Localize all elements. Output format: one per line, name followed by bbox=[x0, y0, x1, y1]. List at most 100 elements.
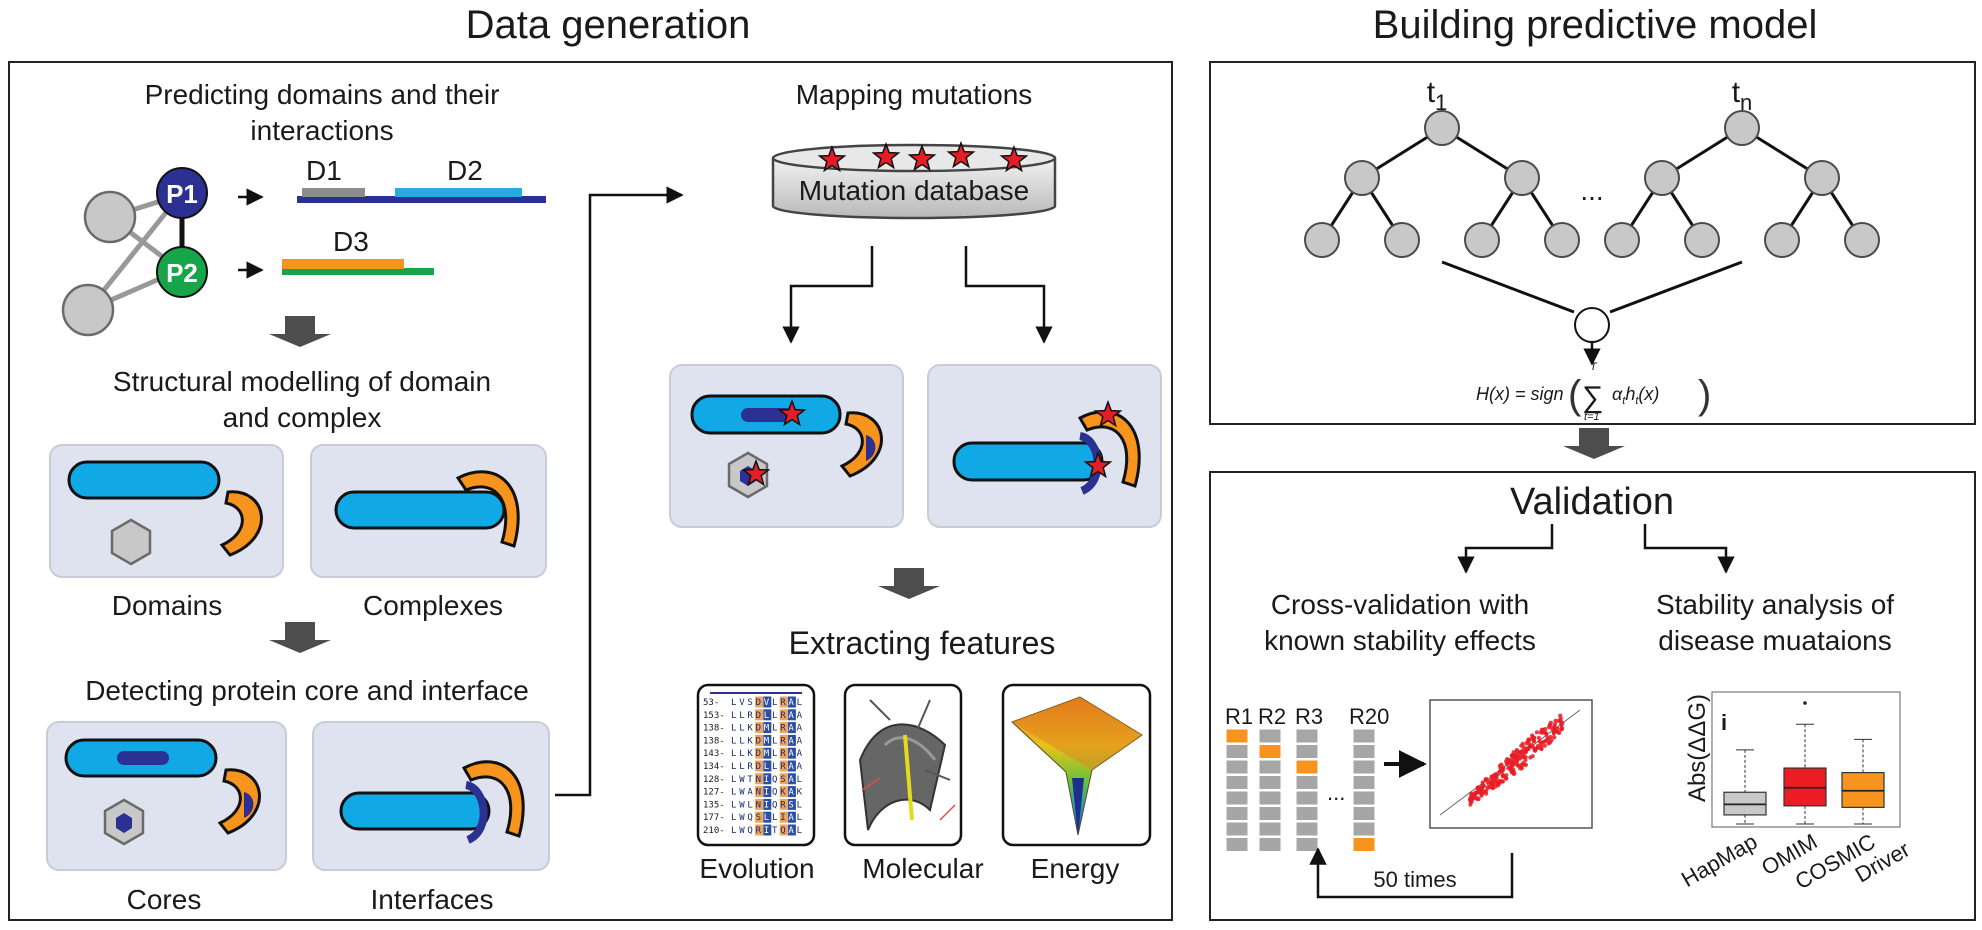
complex-crescent bbox=[455, 470, 520, 548]
alignment-residue: Q bbox=[747, 826, 752, 836]
data-generation-heading: Data generation bbox=[466, 3, 751, 47]
interfaces-label: Interfaces bbox=[371, 884, 494, 915]
fold-cell bbox=[1225, 728, 1249, 744]
alignment-residue: A bbox=[797, 762, 803, 772]
mutation-star bbox=[871, 141, 901, 170]
alignment-residue: R bbox=[780, 711, 786, 721]
alignment-residue: L bbox=[739, 762, 744, 772]
tree-node bbox=[1604, 222, 1640, 258]
evolution-label: Evolution bbox=[699, 853, 814, 884]
alignment-residue: W bbox=[739, 800, 745, 810]
cores-label: Cores bbox=[127, 884, 202, 915]
p2-domain-track: D3 bbox=[282, 226, 434, 275]
alignment-residue: L bbox=[731, 762, 736, 772]
mutation-star bbox=[741, 458, 771, 487]
alignment-residue: T bbox=[747, 775, 753, 785]
alignment-residue: S bbox=[756, 813, 761, 823]
box-category-label: HapMap bbox=[1677, 829, 1762, 892]
interface-crescent bbox=[461, 760, 525, 838]
alignment-residue: A bbox=[797, 711, 803, 721]
fold-cell bbox=[1295, 728, 1319, 744]
alignment-residue: L bbox=[739, 724, 744, 734]
alignment-residue: A bbox=[747, 788, 753, 798]
fold-cell bbox=[1295, 759, 1319, 775]
alignment-residue: K bbox=[747, 749, 753, 759]
step-arrow bbox=[269, 316, 331, 347]
stability-title-2: disease muataions bbox=[1658, 625, 1891, 656]
mapping-step: Mapping mutations Mutation database bbox=[669, 79, 1162, 599]
fold-cell bbox=[1225, 775, 1249, 790]
alignment-residue: D bbox=[756, 711, 761, 721]
tree-node bbox=[1804, 160, 1840, 196]
mutation-star bbox=[777, 398, 807, 427]
interface-region-bar bbox=[464, 781, 488, 844]
alignment-row: 143- bbox=[703, 749, 725, 759]
protein-node-p1 bbox=[156, 167, 208, 219]
protein-node bbox=[83, 190, 137, 244]
fold-label-r20: R20 bbox=[1349, 704, 1389, 729]
tree-node bbox=[1544, 222, 1580, 258]
crescent-domain bbox=[219, 490, 263, 557]
svg-text:(: ( bbox=[1568, 373, 1582, 417]
alignment-residue: I bbox=[764, 775, 769, 785]
fold-cell bbox=[1258, 759, 1282, 775]
domain-d1 bbox=[302, 188, 365, 197]
alignment-residue: L bbox=[731, 736, 736, 746]
data-generation-frame bbox=[8, 61, 1173, 921]
alignment-residue: L bbox=[739, 736, 744, 746]
alignment-row: 138- bbox=[703, 724, 725, 734]
alignment-row: 134- bbox=[703, 762, 725, 772]
alignment-residue: W bbox=[739, 826, 745, 836]
alignment-residue: D bbox=[756, 698, 761, 708]
alignment-residue: Q bbox=[780, 826, 785, 836]
tree-node bbox=[1644, 160, 1680, 196]
protein-node-p2 bbox=[156, 246, 208, 298]
alignment-row: 127- bbox=[703, 788, 725, 798]
alignment-residue: L bbox=[797, 698, 802, 708]
alignment-residue: W bbox=[739, 775, 745, 785]
alignment-residue: L bbox=[797, 826, 802, 836]
alignment-residue: L bbox=[731, 698, 736, 708]
alignment-residue: L bbox=[731, 813, 736, 823]
alignment-residue: D bbox=[756, 724, 761, 734]
svg-text:): ) bbox=[1698, 373, 1711, 417]
mutation-star bbox=[946, 140, 976, 169]
alignment-residue: A bbox=[788, 788, 794, 798]
domains-step-title-2: interactions bbox=[250, 115, 393, 146]
tree-node bbox=[1504, 160, 1540, 196]
alignment-row: 177- bbox=[703, 813, 725, 823]
fold-cell bbox=[1225, 759, 1249, 775]
protein-node bbox=[61, 283, 115, 337]
alignment-residue: A bbox=[788, 749, 794, 759]
alignment-residue: L bbox=[797, 813, 802, 823]
alignment-residue: L bbox=[797, 800, 802, 810]
alignment-residue: L bbox=[772, 762, 777, 772]
alignment-residue: M bbox=[764, 736, 770, 746]
boxplot-ylabel: Abs(ΔΔG) bbox=[1684, 694, 1711, 802]
alignment-residue: L bbox=[772, 711, 777, 721]
tree-node bbox=[1464, 222, 1500, 258]
alignment-residue: A bbox=[788, 762, 794, 772]
alignment-residue: N bbox=[756, 788, 761, 798]
alignment-residue: L bbox=[764, 711, 769, 721]
mutation-star bbox=[1083, 450, 1113, 479]
alignment-residue: L bbox=[772, 749, 777, 759]
alignment-residue: D bbox=[756, 762, 761, 772]
fold-cell bbox=[1295, 775, 1319, 790]
alignment-residue: R bbox=[756, 826, 762, 836]
alignment-residue: I bbox=[764, 826, 769, 836]
alignment-residue: M bbox=[764, 749, 770, 759]
alignment-residue: I bbox=[764, 788, 769, 798]
alignment-residue: L bbox=[739, 711, 744, 721]
interface-bar bbox=[339, 791, 491, 831]
validation-frame bbox=[1209, 471, 1976, 921]
energy-landscape bbox=[1011, 696, 1143, 836]
fold-cell bbox=[1352, 775, 1376, 790]
alignment-residue: R bbox=[747, 762, 753, 772]
alignment-residue: L bbox=[731, 800, 736, 810]
alignment-residue: A bbox=[788, 813, 794, 823]
validation-title: Validation bbox=[1510, 481, 1674, 523]
alignment-residue: A bbox=[788, 775, 794, 785]
fold-cell bbox=[1352, 837, 1376, 852]
